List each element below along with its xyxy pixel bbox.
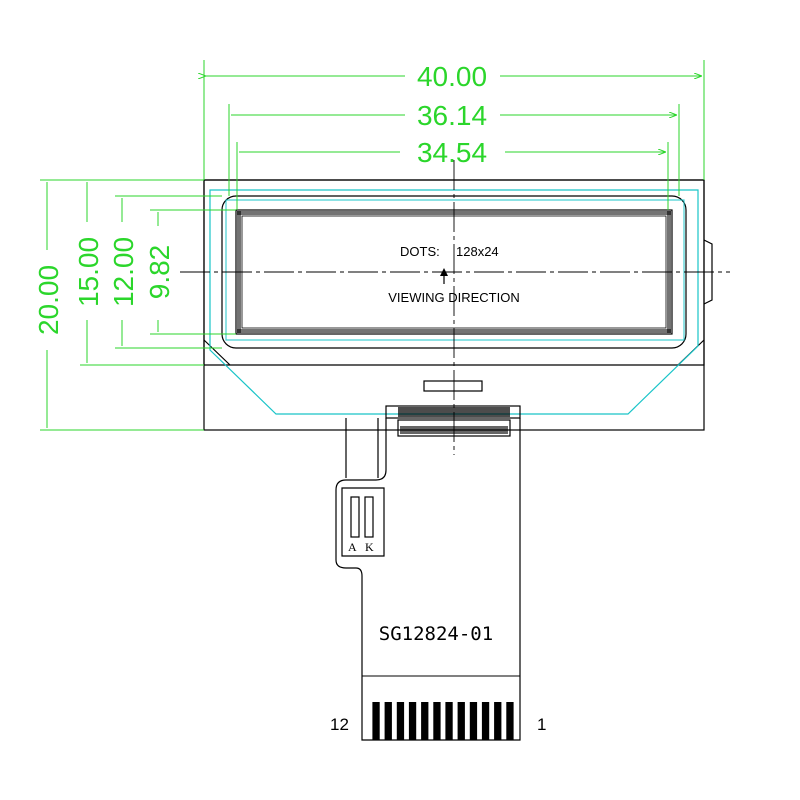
pin-first-label: 1 — [537, 715, 546, 734]
flex-cable — [335, 418, 521, 741]
dim-width-viewing-area-label: 36.14 — [417, 100, 487, 131]
flex-pin — [421, 702, 429, 740]
module-outline — [203, 179, 713, 431]
dim-height-glass-label: 15.00 — [73, 237, 104, 307]
flex-pin — [506, 702, 514, 740]
backlight-cathode-label: K — [365, 540, 374, 554]
flex-pin — [396, 702, 405, 740]
dim-width-viewing-area: 36.14 — [228, 100, 680, 196]
dim-width-active-area: 34.54 — [236, 137, 669, 210]
backlight-pad-cathode — [364, 496, 374, 538]
model-number: SG12824-01 — [379, 623, 493, 645]
viewing-area-outline — [209, 189, 699, 415]
backlight-anode-label: A — [348, 540, 357, 554]
flex-pin — [481, 702, 490, 740]
connector-pads — [385, 405, 521, 437]
dim-height-outline-label: 20.00 — [33, 265, 64, 335]
dim-height-glass: 15.00 — [73, 179, 204, 366]
dim-width-active-area-label: 34.54 — [417, 137, 487, 168]
viewing-direction-arrow — [440, 268, 448, 284]
dim-width-outline-label: 40.00 — [417, 61, 487, 92]
pin-last-label: 12 — [330, 715, 349, 734]
dim-height-outline: 20.00 — [33, 179, 204, 431]
flex-pins — [372, 702, 514, 740]
flex-pin — [494, 702, 502, 740]
flex-pin — [469, 702, 478, 740]
dim-width-outline: 40.00 — [204, 60, 705, 180]
dots-value: 128x24 — [456, 244, 499, 259]
dim-height-viewing-area-label: 12.00 — [108, 237, 139, 307]
flex-pin — [457, 702, 465, 740]
dots-label: DOTS: — [400, 244, 440, 259]
slot — [423, 380, 483, 392]
viewing-direction-label: VIEWING DIRECTION — [388, 290, 519, 305]
dim-height-active-area: 9.82 — [144, 209, 236, 335]
dim-height-active-area-label: 9.82 — [144, 245, 175, 300]
backlight-pad-anode — [350, 496, 360, 538]
flex-pin — [445, 702, 453, 740]
flex-pin — [433, 702, 441, 740]
flex-pin — [384, 702, 392, 740]
viewing-area-inner-outline — [225, 199, 685, 341]
flex-pin — [372, 702, 380, 740]
flex-pin — [408, 702, 417, 740]
dim-height-viewing-area: 12.00 — [108, 195, 222, 349]
